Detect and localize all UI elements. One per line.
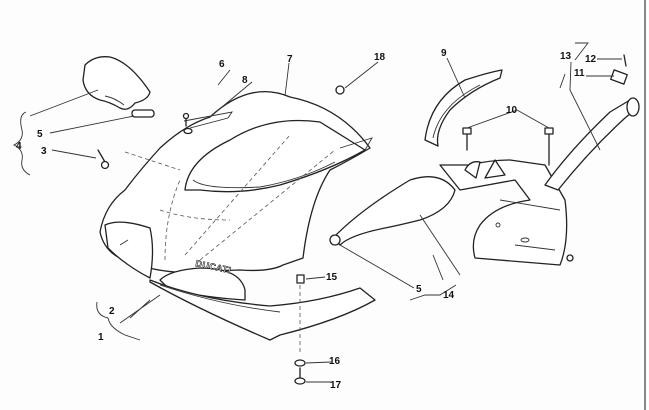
callout-9: 9 <box>441 48 447 59</box>
callout-14: 14 <box>443 290 455 301</box>
callout-11: 11 <box>574 68 585 79</box>
callout-2: 2 <box>109 306 115 317</box>
callout-16: 16 <box>329 356 341 367</box>
callout-labels: 1 2 3 4 5 6 7 8 9 10 11 12 13 14 15 16 1… <box>16 48 597 391</box>
leader-lines <box>12 42 622 383</box>
callout-1: 1 <box>98 332 104 343</box>
callout-12: 12 <box>585 54 597 65</box>
screw-8 <box>182 112 193 135</box>
callout-5-left: 5 <box>37 129 43 140</box>
trim-strip-9 <box>424 69 503 147</box>
callout-3: 3 <box>41 146 47 157</box>
right-mirror <box>329 176 456 246</box>
left-mirror <box>82 56 155 118</box>
fasteners-15-16-17 <box>294 274 306 385</box>
callout-18: 18 <box>374 52 386 63</box>
callout-5-right: 5 <box>416 284 422 295</box>
callout-8: 8 <box>242 75 248 86</box>
callout-4: 4 <box>16 141 22 152</box>
headlight-stay-13 <box>544 54 640 191</box>
bolt-3 <box>97 149 110 170</box>
callout-13: 13 <box>560 51 572 62</box>
callout-10: 10 <box>506 105 518 116</box>
mounting-bracket <box>439 159 574 266</box>
nut-18 <box>335 85 345 95</box>
scan-edge-line <box>644 0 646 410</box>
callout-7: 7 <box>287 54 293 65</box>
callout-17: 17 <box>330 380 342 391</box>
callout-15: 15 <box>326 272 338 283</box>
callout-6: 6 <box>219 59 225 70</box>
upper-fairing: DUCATI <box>99 91 376 341</box>
